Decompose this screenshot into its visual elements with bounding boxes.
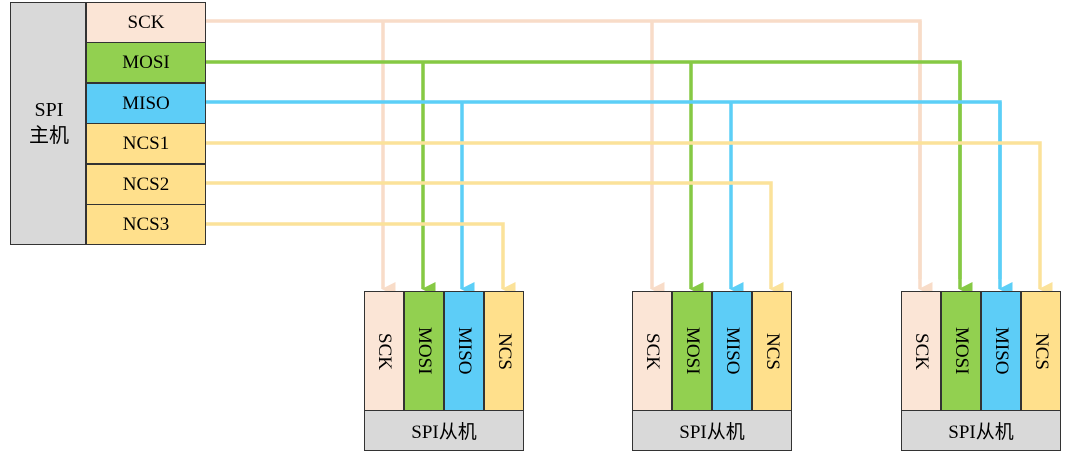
slave2-pin-ncs-label: NCS xyxy=(762,332,783,370)
spi-master-label-line2: 主机 xyxy=(29,125,69,147)
spi-slave-2: SCK MOSI MISO NCS SPI从机 xyxy=(632,291,792,459)
wire-miso-bus xyxy=(206,100,1002,279)
slave1-pin-mosi: MOSI xyxy=(404,291,444,411)
master-signal-ncs2-label: NCS2 xyxy=(122,173,170,195)
slave3-pin-ncs-label: NCS xyxy=(1031,332,1052,370)
master-signal-ncs3: NCS3 xyxy=(86,204,206,245)
master-signal-ncs1: NCS1 xyxy=(86,123,206,164)
master-signal-miso-label: MISO xyxy=(122,92,170,114)
slave1-pin-ncs: NCS xyxy=(484,291,524,411)
slave3-label: SPI从机 xyxy=(901,410,1061,451)
spi-master-block: SPI 主机 xyxy=(10,2,86,245)
wire-ncs3-slave1 xyxy=(206,222,516,296)
slave1-pin-mosi-label: MOSI xyxy=(414,327,435,375)
slave3-pin-mosi-label: MOSI xyxy=(951,327,972,375)
slave1-pin-sck-label: SCK xyxy=(374,332,395,370)
spi-slave-1: SCK MOSI MISO NCS SPI从机 xyxy=(364,291,524,459)
spi-master-label-line1: SPI xyxy=(34,99,64,121)
slave2-pin-mosi: MOSI xyxy=(672,291,712,411)
spi-slave-3: SCK MOSI MISO NCS SPI从机 xyxy=(901,291,1061,459)
slave3-pin-miso-label: MISO xyxy=(991,327,1012,375)
slave2-pin-mosi-label: MOSI xyxy=(682,327,703,375)
slave3-pin-miso: MISO xyxy=(981,291,1021,411)
master-signal-miso: MISO xyxy=(86,83,206,124)
master-signal-ncs1-label: NCS1 xyxy=(122,132,170,154)
slave2-label: SPI从机 xyxy=(632,410,792,451)
master-signal-mosi: MOSI xyxy=(86,42,206,83)
slave1-pin-miso: MISO xyxy=(444,291,484,411)
spi-master-label: SPI 主机 xyxy=(11,97,87,149)
master-signal-sck-label: SCK xyxy=(127,11,165,33)
slave2-pin-sck-label: SCK xyxy=(642,332,663,370)
wire-ncs1-slave3 xyxy=(206,141,1053,296)
slave2-pin-sck: SCK xyxy=(632,291,672,411)
wire-sck-bus xyxy=(206,19,922,279)
slave3-pin-sck: SCK xyxy=(901,291,941,411)
master-signal-sck: SCK xyxy=(86,2,206,43)
slave2-pin-miso-label: MISO xyxy=(722,327,743,375)
slave1-pin-sck: SCK xyxy=(364,291,404,411)
wire-ncs2-slave2 xyxy=(206,181,784,296)
slave3-pin-mosi: MOSI xyxy=(941,291,981,411)
master-signal-mosi-label: MOSI xyxy=(122,51,170,73)
master-signal-ncs2: NCS2 xyxy=(86,164,206,205)
slave2-pin-miso: MISO xyxy=(712,291,752,411)
wire-mosi-bus xyxy=(206,60,962,279)
slave2-pin-ncs: NCS xyxy=(752,291,792,411)
slave1-pin-miso-label: MISO xyxy=(454,327,475,375)
slave1-label: SPI从机 xyxy=(364,410,524,451)
master-signal-ncs3-label: NCS3 xyxy=(122,213,170,235)
slave1-pin-ncs-label: NCS xyxy=(494,332,515,370)
slave3-pin-ncs: NCS xyxy=(1021,291,1061,411)
slave3-pin-sck-label: SCK xyxy=(911,332,932,370)
